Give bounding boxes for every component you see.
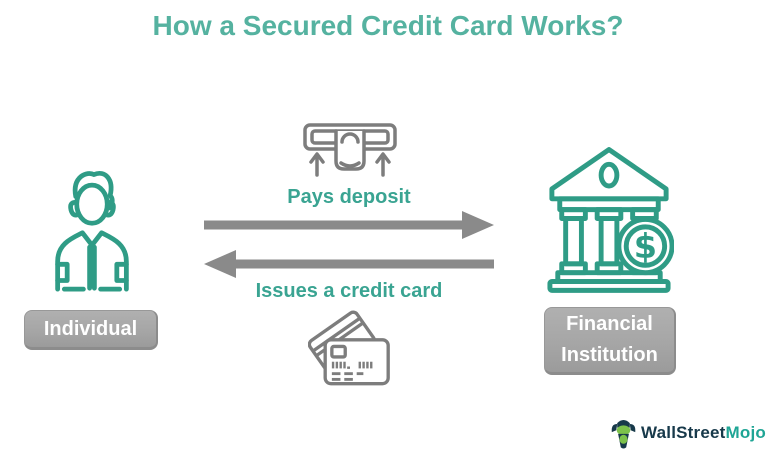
- logo-wordmark: WallStreetMojo: [641, 423, 766, 443]
- svg-text:$: $: [634, 227, 657, 266]
- arrow-right-icon: [204, 211, 494, 239]
- logo-text-secondary: Mojo: [725, 423, 766, 442]
- issues-credit-card-label: Issues a credit card: [255, 280, 443, 302]
- wallstreetmojo-mascot-icon: [610, 415, 637, 451]
- individual-label-text: Individual: [43, 317, 138, 340]
- diagram-title: How a Secured Credit Card Works?: [152, 10, 624, 41]
- financial-institution-label-text: Financial Institution: [561, 313, 658, 366]
- financial-institution-label: Financial Institution: [544, 307, 676, 375]
- wallstreetmojo-logo: WallStreetMojo: [610, 413, 766, 453]
- bank-dollar-icon: $: [544, 141, 674, 294]
- person-icon: [44, 166, 140, 292]
- logo-text-primary: WallStreet: [641, 423, 726, 442]
- arrow-left-icon: [204, 250, 494, 278]
- cash-deposit-icon: [303, 120, 397, 186]
- credit-cards-icon: [308, 305, 392, 386]
- individual-label: Individual: [24, 310, 158, 350]
- pays-deposit-label: Pays deposit: [287, 186, 411, 208]
